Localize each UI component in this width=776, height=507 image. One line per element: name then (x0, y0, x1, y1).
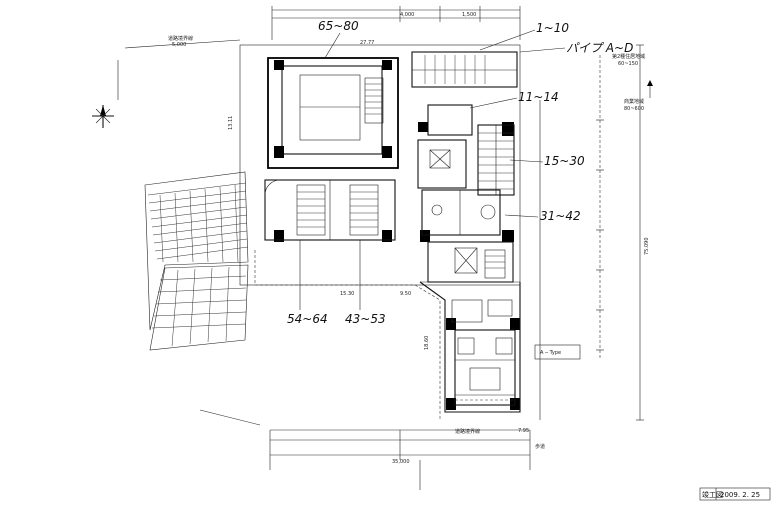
left-hatched-area (144, 171, 249, 351)
lower-tower: A ─ Type (419, 281, 581, 413)
annotation-65-80: 65~80 (318, 19, 359, 33)
dim-bottom-a: 7.95 (518, 428, 529, 434)
annotation-43-53: 43~53 (345, 312, 386, 326)
dim-top-a: 27.77 (360, 40, 374, 46)
road-line-left: 道路境界線 (168, 35, 193, 42)
stamp-label: 竣工図 (702, 490, 723, 499)
annotation-11-14: 11~14 (518, 90, 559, 104)
annotation-1-10: 1~10 (536, 21, 569, 35)
left-road-boundary: 道路境界線 5,000 (117, 35, 241, 100)
road-line-right: 第2種住居地域 (612, 53, 645, 60)
dim-mid: 15.30 (340, 291, 354, 297)
annotation-31-42: 31~42 (540, 209, 581, 223)
top-dimension-lines: 4,000 1,500 (271, 6, 521, 40)
right-ticks (596, 80, 653, 351)
dim-left: 13.11 (228, 116, 234, 130)
road-width-right2: 80~600 (624, 106, 644, 112)
date-label: 2009. 2. 25 (720, 491, 760, 499)
road-width-right: 60~150 (618, 61, 638, 67)
dim-right: 75.090 (644, 238, 650, 256)
road-width-left: 5,000 (172, 42, 186, 48)
site-boundary (199, 44, 644, 490)
sidewalk-label: 歩道 (535, 443, 545, 450)
annotation-pipe-a-d: パイプ A~D (566, 41, 633, 55)
dim-mid-b: 9.50 (400, 291, 411, 297)
main-building (239, 44, 521, 410)
north-arrow-icon (92, 105, 114, 128)
handwritten-annotations: 65~80 1~10 パイプ A~D 11~14 15~30 31~42 54~… (287, 19, 633, 326)
annotation-15-30: 15~30 (544, 154, 585, 168)
room-a-type-label: A ─ Type (540, 350, 561, 356)
dim-vertical-mid: 18.60 (424, 336, 430, 350)
dim-bottom-total: 35,000 (392, 459, 410, 465)
annotation-54-64: 54~64 (287, 312, 328, 326)
dim-top-c: 1,500 (462, 12, 476, 18)
road-boundary-bottom: 道路境界線 (455, 428, 480, 435)
road-line-right2: 商業地域 (624, 98, 644, 105)
dim-top-b: 4,000 (400, 12, 414, 18)
title-block: 竣工図 2009. 2. 25 (699, 487, 771, 501)
